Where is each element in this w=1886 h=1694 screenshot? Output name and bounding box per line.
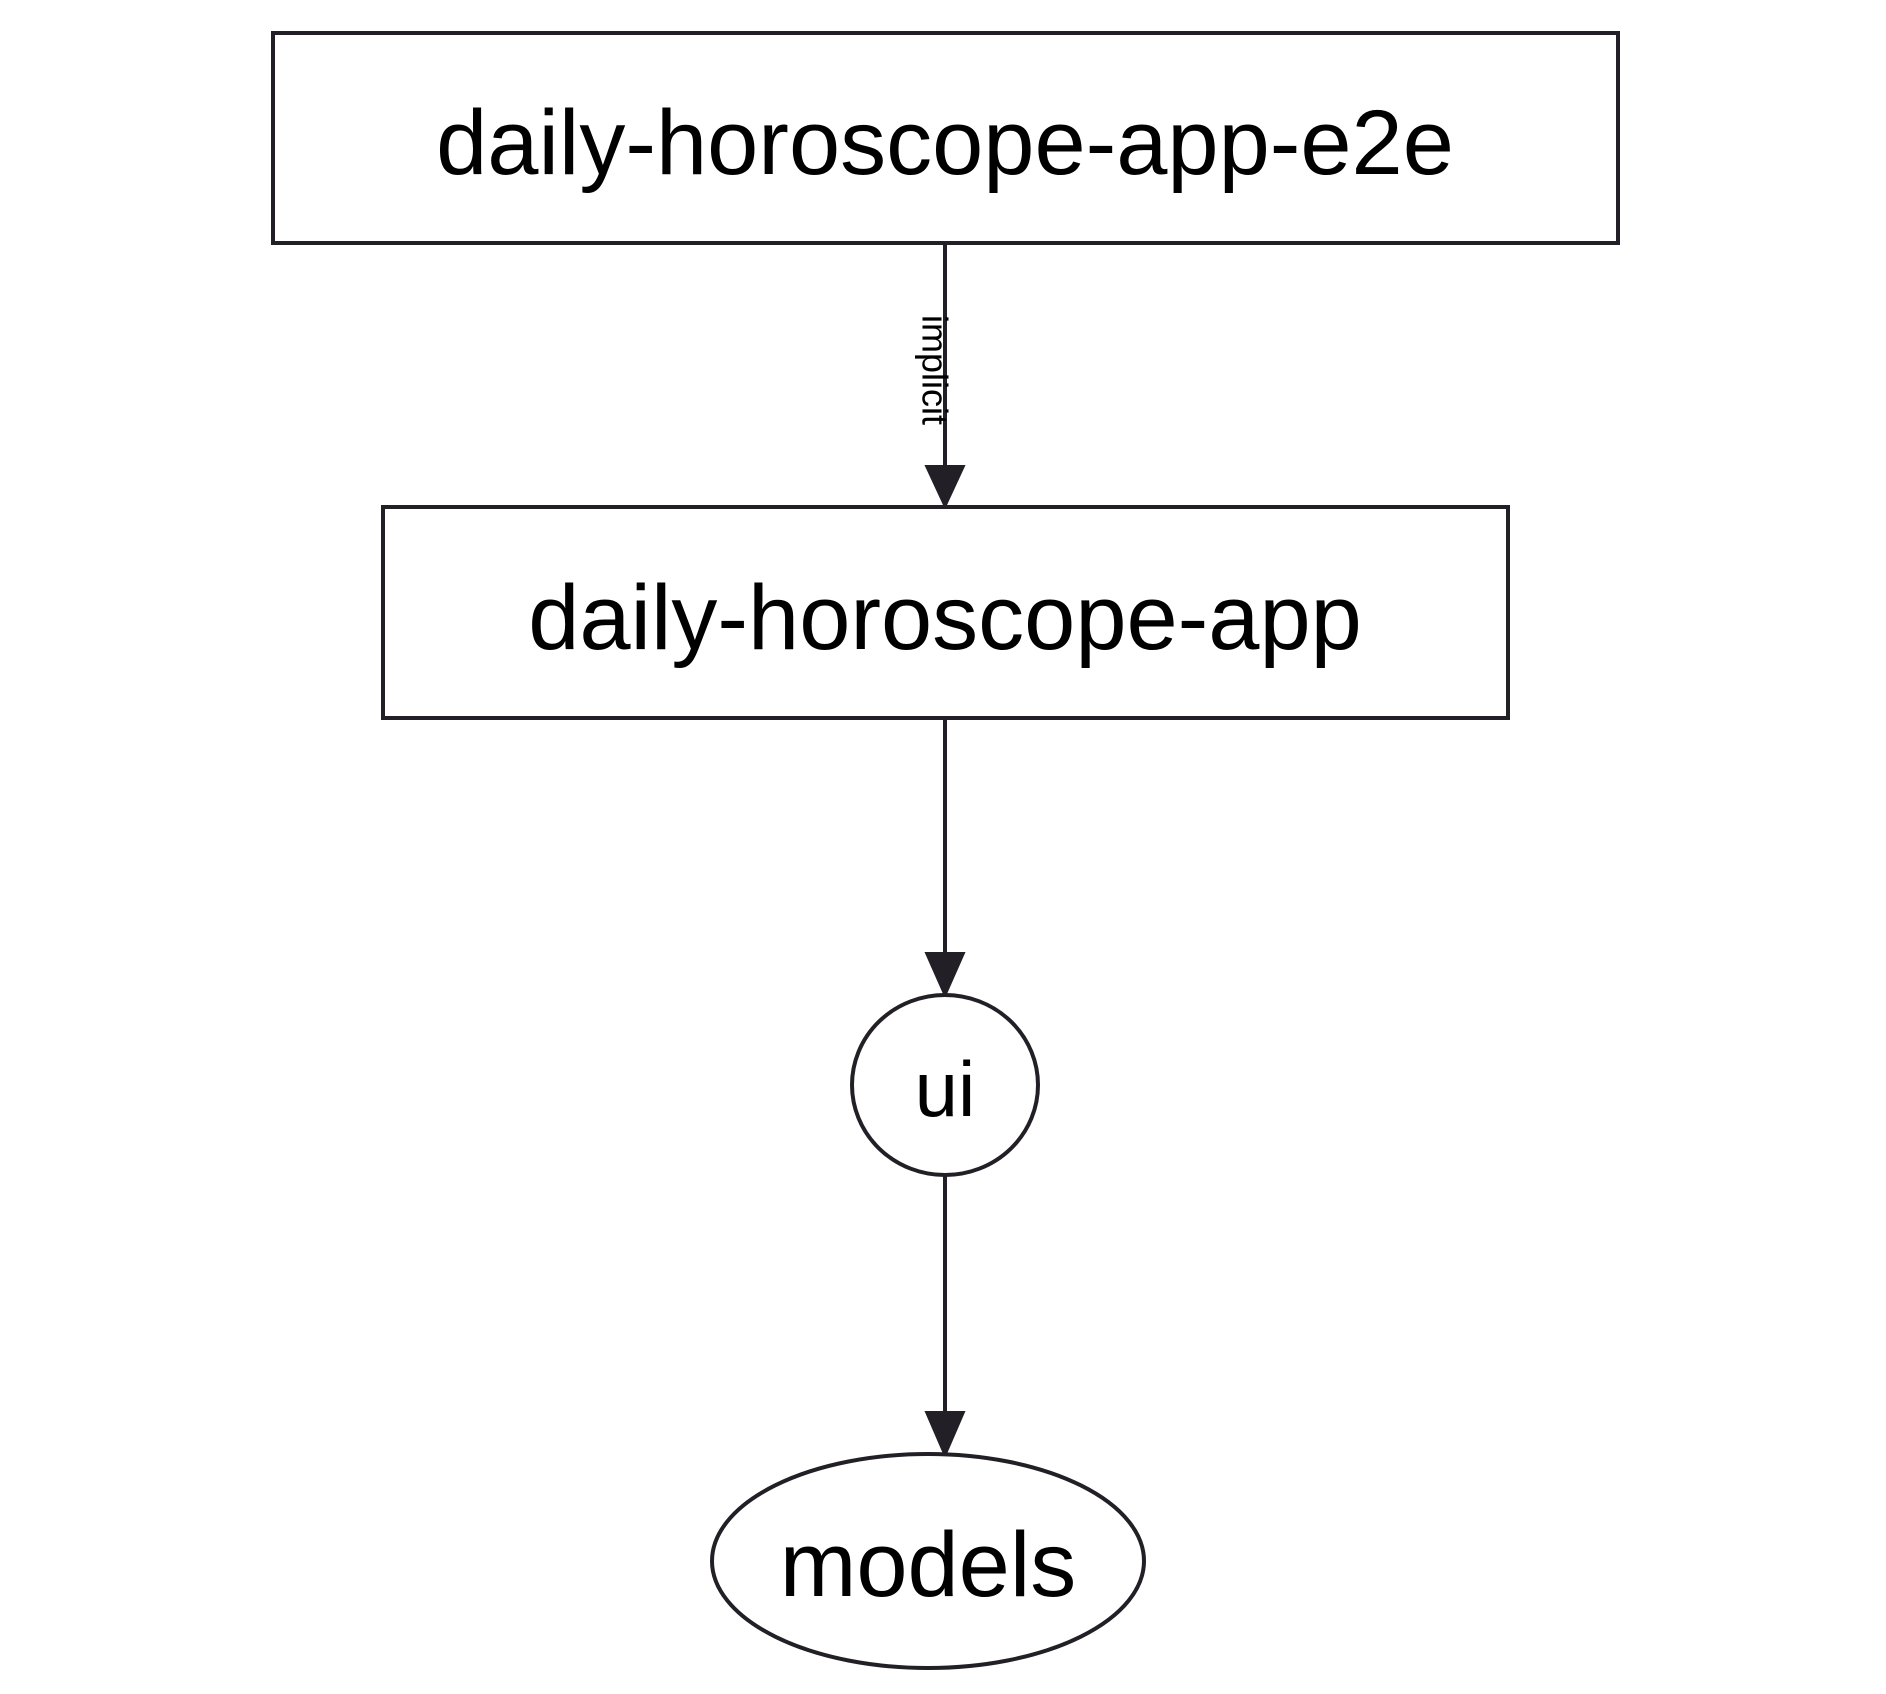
node-daily-horoscope-app-e2e[interactable]: daily-horoscope-app-e2e [271,31,1620,245]
node-label-models: models [780,1514,1077,1616]
node-models[interactable]: models [710,1452,1146,1670]
node-rect-e2e[interactable] [271,31,1620,245]
arrowhead-icon [924,1411,966,1459]
arrowhead-icon [924,952,966,999]
node-ui[interactable]: ui [850,993,1040,1177]
node-label-app: daily-horoscope-app [528,567,1362,669]
edge-ui-to-models[interactable] [924,1175,966,1459]
node-label-ui: ui [915,1045,976,1133]
node-daily-horoscope-app[interactable]: daily-horoscope-app [381,505,1510,720]
node-rect-app[interactable] [381,505,1510,720]
edge-e2e-to-app[interactable]: implicit [915,243,966,510]
edge-label-implicit: implicit [915,315,956,425]
node-ellipse-models[interactable] [710,1452,1146,1670]
edge-app-to-ui[interactable] [924,718,966,999]
node-label-e2e: daily-horoscope-app-e2e [436,92,1454,194]
arrowhead-icon [924,465,966,510]
